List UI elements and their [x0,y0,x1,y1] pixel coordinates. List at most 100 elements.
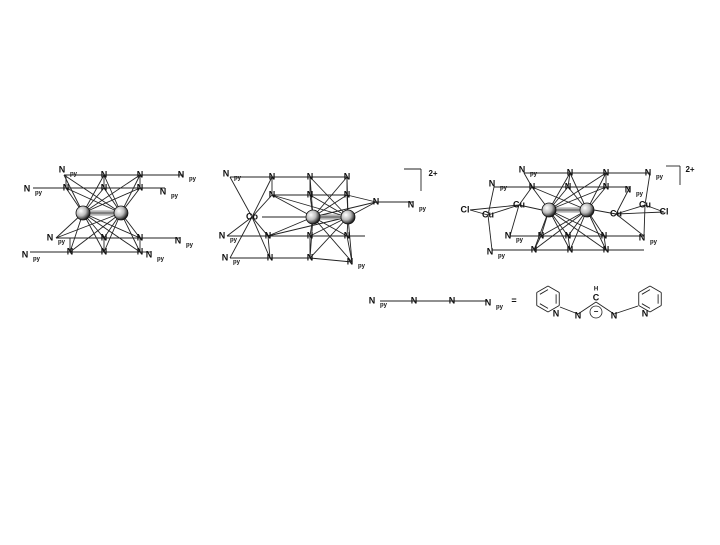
npy-subscript: py [530,172,538,178]
copper-label: Cu [610,208,622,218]
bond-line [271,194,314,218]
bond-line [267,235,271,259]
cobalt-label: Co [246,211,258,221]
carbon-h-label: C [593,292,600,302]
bond-line [312,201,377,218]
nitrogen-label: N [553,308,560,318]
ring-double-bond [641,289,651,295]
bond-line [615,204,646,215]
ring-double-bond [641,303,651,309]
nitrogen-label: N [529,181,536,191]
nitrogen-label: N [531,244,538,254]
nitrogen-label: N [449,295,456,305]
bond-line [82,212,141,253]
bond-line [487,204,520,216]
bond-line [548,209,605,237]
cu-bonds [469,209,489,216]
bond-line [226,216,253,237]
npy-label: N [146,249,153,259]
npy-subscript: py [358,264,366,270]
npy-label: N [519,164,526,174]
bond-line [548,172,607,211]
npy-subscript: py [496,305,504,311]
bond-line [603,235,607,251]
amidinate-chain [595,301,615,315]
bond-line [518,204,543,211]
amidinate-chain [559,306,579,315]
bond-line [251,176,273,218]
bond-line [267,216,349,237]
nitrogen-label: N [101,246,108,256]
npy-label: N [24,183,31,193]
copper-label: Cu [482,209,494,219]
bond-line [548,209,607,251]
pyridine-ring [649,285,662,293]
cu-bonds [487,186,495,216]
npy-label: N [505,230,512,240]
npy-subscript: py [636,192,644,198]
npy-label: N [639,232,646,242]
nitrogen-label: N [269,189,276,199]
nitrogen-label: N [344,171,351,181]
npy-subscript: py [35,191,43,197]
npy-label: N [175,235,182,245]
amidinate-chain [577,301,597,315]
nitrogen-label: N [63,182,70,192]
pyridine-ring [649,305,662,313]
bond-line [309,216,349,259]
bond-line [251,194,273,218]
bond-line [312,216,353,263]
bond-line [643,204,646,237]
amidinate-chain [613,305,639,315]
nitrogen-label: N [137,182,144,192]
npy-label: N [489,178,496,188]
bond-line [267,216,314,237]
npy-subscript: py [380,303,388,309]
bond-line [540,209,588,237]
pyridine-ring [536,285,549,293]
bond-line [509,204,520,237]
metal-atom [305,209,321,225]
npy-subscript: py [230,238,238,244]
bond-line [69,212,122,253]
nitrogen-label: N [265,230,272,240]
metal-atom [541,202,557,218]
npy-subscript: py [500,186,508,192]
bond-line [593,209,617,215]
metal-atom [340,209,356,225]
npy-label: N [222,252,229,262]
bond-line [312,176,348,218]
pyridine-ring [547,305,560,313]
nitrogen-label: N [307,230,314,240]
npy-label: N [178,169,185,179]
mid-chain [346,194,377,203]
nitrogen-label: N [307,252,314,262]
nitrogen-label: N [67,246,74,256]
npy-label: N [22,249,29,259]
cu-bonds [644,204,665,213]
bond-line [229,176,253,218]
npy-label: N [487,246,494,256]
npy-subscript: py [33,257,41,263]
nitrogen-label: N [565,181,572,191]
nitrogen-label: N [567,244,574,254]
bottom-chain [309,257,353,263]
bond-line [229,216,253,259]
npy-label: N [485,297,492,307]
nitrogen-label: N [101,232,108,242]
npy-subscript: py [186,243,194,249]
nitrogen-label: N [269,171,276,181]
h-label: H [594,287,598,293]
metal-atom [579,202,595,218]
nitrogen-label: N [611,310,618,320]
npy-label: N [408,199,415,209]
npy-label: N [625,184,632,194]
npy-subscript: py [70,172,78,178]
charge-label: 2+ [428,169,437,178]
bond-line [533,209,588,251]
bond-line [523,172,533,188]
metal-atom [75,205,91,221]
nitrogen-label: N [567,167,574,177]
bond-line [548,209,571,251]
